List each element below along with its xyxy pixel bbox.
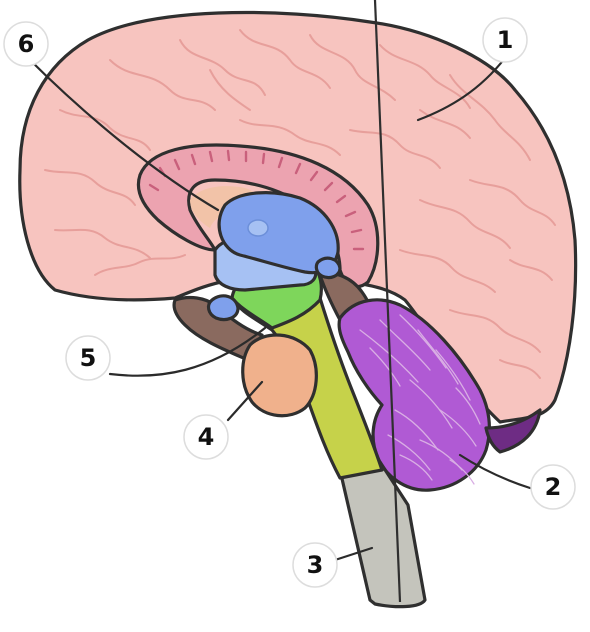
label-badge-3: 3: [292, 542, 338, 588]
label-5: 5: [80, 344, 97, 372]
label-badge-4: 4: [183, 414, 229, 460]
leader-line-4: [226, 380, 264, 422]
label-badge-1: 1: [482, 17, 528, 63]
corpus-callosum-striations: [148, 149, 365, 251]
leader-line-6: [26, 56, 220, 212]
label-badge-2: 2: [530, 464, 576, 510]
interthalamic-adhesion: [247, 219, 269, 237]
label-6: 6: [18, 30, 35, 58]
pons: [241, 333, 318, 418]
label-badge-5: 5: [65, 335, 111, 381]
label-1: 1: [497, 26, 514, 54]
leader-line-5: [108, 326, 267, 377]
cerebellum: [337, 298, 491, 492]
label-2: 2: [545, 473, 562, 501]
leader-line-2: [458, 453, 532, 490]
pituitary-gland: [206, 294, 240, 322]
leader-line-3: [333, 546, 374, 562]
leader-line-1: [416, 56, 507, 122]
cerebellar-tonsil: [484, 408, 542, 454]
label-badge-6: 6: [3, 21, 49, 67]
label-4: 4: [198, 423, 215, 451]
label-3: 3: [307, 551, 324, 579]
pineal-gland: [314, 256, 342, 280]
spinal-cord-divider: [373, 0, 402, 603]
spinal-cord: [338, 460, 427, 609]
